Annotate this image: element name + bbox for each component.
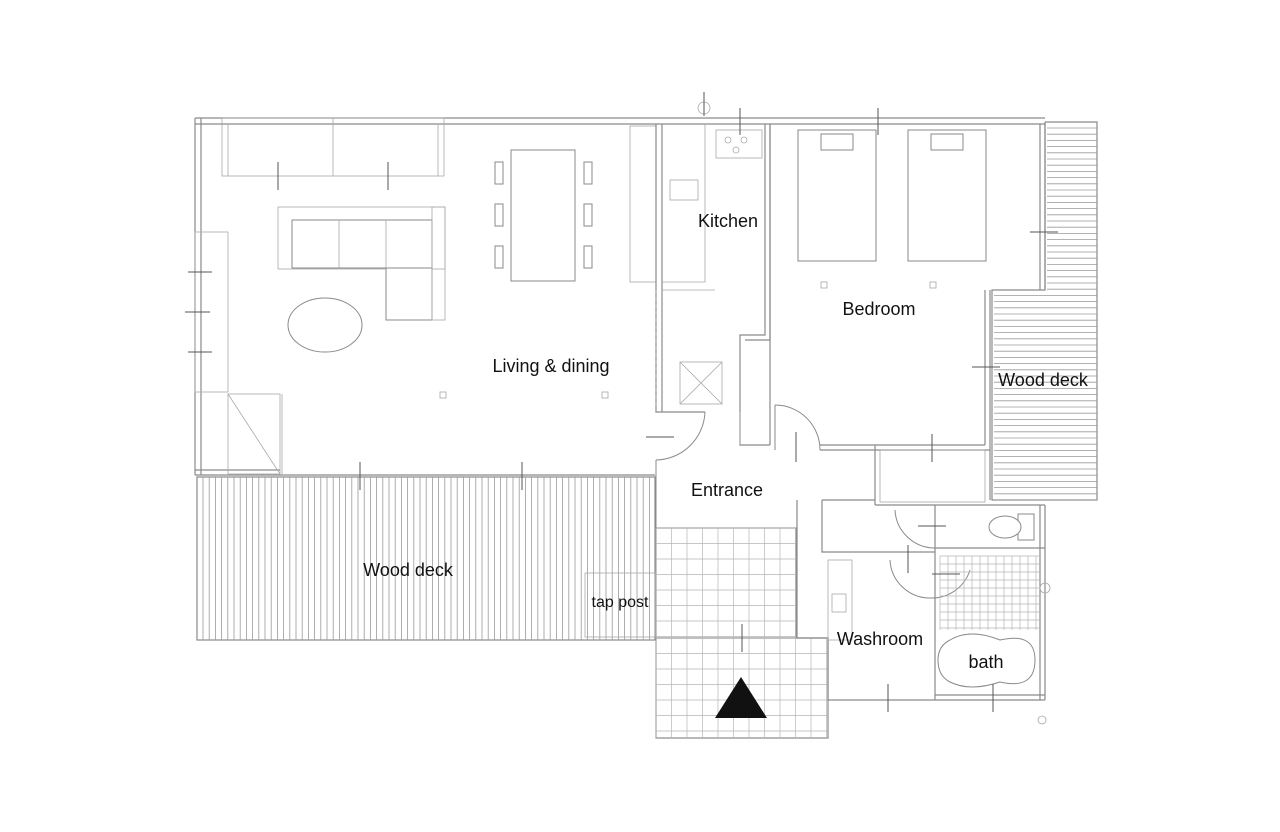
wood-deck-main: [196, 476, 656, 641]
label-wood-deck-right: Wood deck: [998, 370, 1089, 390]
label-entrance: Entrance: [691, 480, 763, 500]
window-marks: [188, 108, 1058, 712]
bathtub-icon: [937, 633, 1036, 688]
triangle-icon: [715, 677, 767, 718]
building-walls: [185, 117, 1046, 506]
tap-post-box: [584, 572, 656, 638]
kitchen-area: [655, 124, 771, 446]
label-bedroom: Bedroom: [842, 299, 915, 319]
label-tap-post: tap post: [592, 594, 649, 611]
sofa-icon: [277, 206, 446, 321]
fridge-icon: [679, 361, 723, 405]
washroom-area: [796, 499, 1051, 725]
wood-deck-right: [991, 121, 1098, 501]
dining-table-icon: [494, 149, 593, 282]
label-washroom: Washroom: [837, 629, 923, 649]
toilet-icon: [988, 513, 1035, 541]
label-kitchen: Kitchen: [698, 211, 758, 231]
washbasin-icon: [827, 559, 853, 641]
label-wood-deck-main: Wood deck: [363, 560, 454, 580]
label-living-dining: Living & dining: [492, 356, 609, 376]
sink-icon: [669, 179, 699, 201]
coffee-table-icon: [287, 297, 363, 353]
stove-icon: [715, 129, 763, 159]
north-marker-icon: [697, 92, 711, 116]
bed-icon: [797, 129, 987, 262]
living-furniture: [277, 125, 657, 399]
label-bath: bath: [968, 652, 1003, 672]
doors: [655, 404, 971, 599]
bedroom-area: [769, 124, 990, 503]
